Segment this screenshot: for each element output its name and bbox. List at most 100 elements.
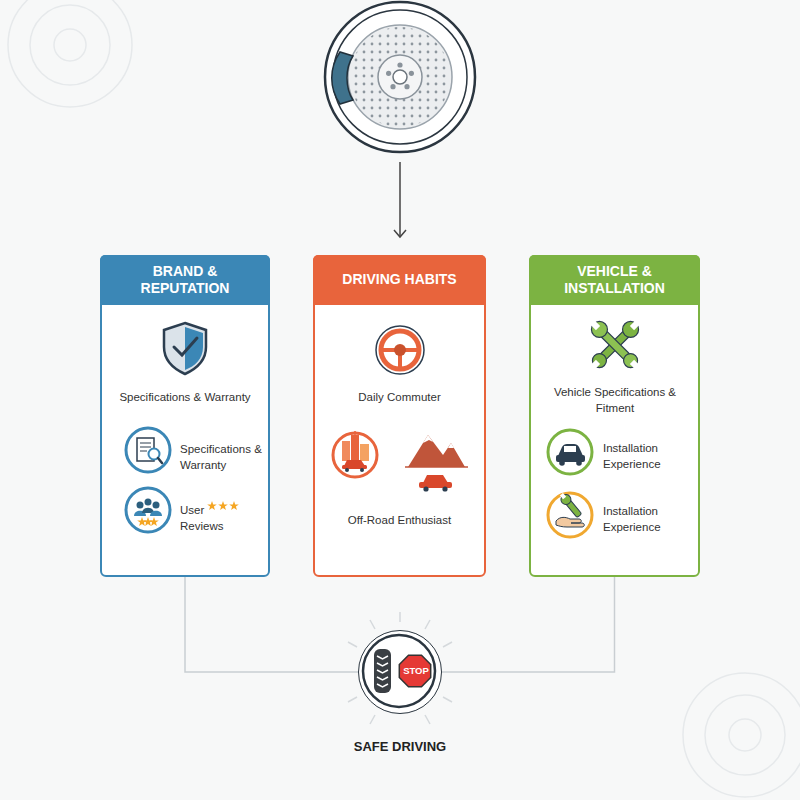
icon-part — [370, 715, 375, 724]
icon-part — [619, 318, 642, 341]
category-panel: VEHICLE & INSTALLATION Vehicle Specificat… — [529, 255, 700, 577]
icon-part — [590, 320, 600, 330]
hand-tool-icon — [548, 491, 592, 537]
icon-part — [559, 493, 573, 507]
icon-part — [332, 52, 353, 104]
icon-part — [150, 511, 162, 516]
reviewers-icon — [126, 488, 170, 532]
icon-part — [558, 491, 584, 519]
icon-part — [393, 70, 407, 84]
icon-part — [397, 62, 402, 67]
icon-part — [174, 338, 197, 355]
icon-part — [345, 468, 349, 472]
icon-part — [218, 501, 228, 510]
icon-part — [164, 323, 206, 374]
tire-icon — [374, 649, 391, 693]
icon-part — [126, 488, 170, 532]
factor-label: Installation Experience — [603, 504, 685, 535]
icon-part — [145, 499, 152, 506]
flow-arrow — [394, 162, 406, 237]
outcome-title: SAFE DRIVING — [354, 738, 446, 756]
category-panel: BRAND & REPUTATION Specifications & Warra… — [100, 255, 270, 577]
glow-rays — [348, 612, 452, 724]
icon-part — [158, 458, 162, 463]
icon-part — [376, 326, 424, 374]
icon-part — [333, 433, 377, 477]
icon-part — [207, 501, 217, 510]
icon-part — [153, 502, 160, 509]
icon-part — [342, 441, 350, 461]
icon-part — [423, 486, 428, 491]
panel-header: VEHICLE & INSTALLATION — [529, 255, 700, 305]
icon-part — [360, 468, 364, 472]
icon-part — [348, 642, 357, 647]
factor-label: Installation Experience — [603, 441, 685, 472]
icon-part — [229, 501, 239, 510]
category-panel: DRIVING HABITSDaily CommuterOff-Road Ent… — [313, 255, 486, 577]
icon-part — [443, 642, 452, 647]
city-commute-icon — [333, 431, 377, 477]
icon-part — [630, 360, 639, 369]
icon-part — [559, 460, 565, 466]
icon-part — [140, 443, 151, 444]
icon-part — [621, 351, 641, 371]
icon-part — [149, 517, 159, 526]
icon-part — [548, 493, 592, 537]
icon-part — [360, 444, 369, 461]
decor-rings — [8, 0, 800, 797]
icon-part — [137, 502, 144, 509]
icon-part — [548, 430, 592, 474]
icon-part — [377, 656, 388, 687]
icon-part — [348, 25, 452, 129]
icon-part — [399, 162, 401, 237]
outcome-circle: STOPSAFE DRIVING — [358, 630, 442, 714]
icon-part — [386, 71, 391, 76]
steering-wheel-icon — [376, 326, 424, 374]
icon-part — [564, 446, 576, 452]
icon-part — [126, 428, 170, 472]
icon-part — [408, 435, 465, 467]
panel-header: BRAND & REPUTATION — [100, 255, 270, 305]
icon-part — [558, 444, 583, 456]
icon-part — [560, 493, 566, 499]
icon-part — [140, 447, 151, 448]
icon-part — [370, 620, 375, 629]
factor-label: User Reviews — [180, 503, 230, 534]
icon-part — [390, 84, 395, 89]
icon-part — [342, 465, 367, 469]
icon-part — [8, 0, 132, 107]
shield-icon — [164, 323, 206, 374]
car-fitment-icon — [548, 430, 592, 474]
rating-stars — [207, 501, 239, 510]
icon-part — [425, 715, 430, 724]
icon-part — [378, 55, 422, 99]
icon-part — [419, 482, 452, 488]
icon-part — [630, 320, 640, 330]
icon-part — [54, 29, 86, 61]
icon-part — [442, 486, 447, 491]
icon-part — [729, 719, 761, 751]
icon-part — [591, 360, 600, 369]
panel-title: VEHICLE & INSTALLATION — [550, 263, 680, 298]
icon-part — [405, 466, 468, 468]
factor-label: Specifications & Warranty — [102, 390, 268, 406]
panel-header: DRIVING HABITS — [313, 255, 486, 305]
icon-part — [374, 649, 391, 693]
icon-part — [705, 695, 785, 775]
icon-part — [587, 317, 643, 373]
factor-label: Vehicle Specifications & Fitment — [553, 385, 677, 416]
icon-part — [587, 317, 643, 373]
connector-line — [185, 577, 358, 672]
icon-part — [404, 84, 409, 89]
factor-label: Specifications & Warranty — [180, 442, 262, 473]
icon-part — [351, 435, 359, 461]
crossed-wrenches-icon — [587, 317, 644, 373]
connector-line — [442, 577, 615, 672]
factor-label: Off-Road Enthusiast — [315, 513, 484, 529]
icon-part — [588, 318, 611, 341]
sign-text: STOP — [399, 665, 433, 677]
icon-part — [590, 351, 610, 371]
icon-part — [325, 2, 475, 152]
icon-part — [423, 435, 433, 443]
